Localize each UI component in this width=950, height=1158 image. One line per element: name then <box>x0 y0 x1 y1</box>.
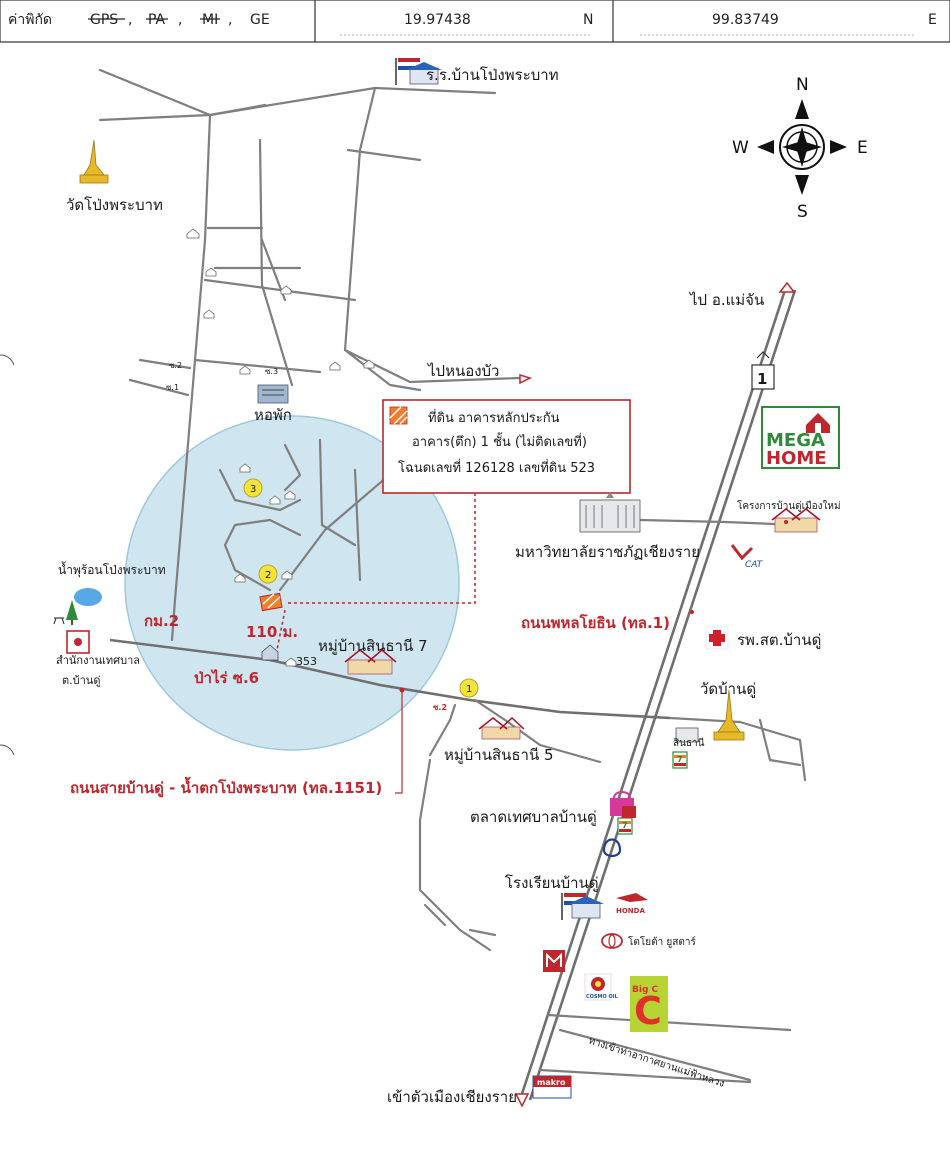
seven-eleven-icon: 7 <box>672 751 688 769</box>
option-pa: PA <box>148 12 166 28</box>
village5-icon <box>478 716 525 740</box>
label-temple-top: วัดโป่งพระบาท <box>66 196 163 214</box>
svg-text:COSMO OIL: COSMO OIL <box>586 994 619 1000</box>
sinthani-building-icon <box>675 727 699 743</box>
housing-project-icon <box>771 508 821 533</box>
toyota-logo <box>601 933 623 949</box>
svg-text:,: , <box>128 12 132 28</box>
svg-text:3: 3 <box>250 484 256 495</box>
label-airport-road: ทางเข้าท่าอากาศยานแม่ฟ้าหลวง <box>587 1034 726 1089</box>
info-line2: อาคาร(ตึก) 1 ชั้น (ไม่ติดเลขที่) <box>412 432 587 450</box>
bank-icon <box>602 838 622 858</box>
cosmo-oil-logo: COSMO OIL <box>584 973 619 1001</box>
house-353-icon <box>261 644 279 661</box>
label-house-no: 353 <box>296 655 317 668</box>
village7-icon <box>344 649 397 675</box>
label-to-nong-bua: ไปหนองบัว <box>427 362 499 380</box>
svg-text:makro: makro <box>537 1078 566 1087</box>
svg-text:7: 7 <box>622 821 628 830</box>
municipal-office-icon <box>66 630 90 654</box>
compass-s: S <box>797 202 808 222</box>
svg-text:,: , <box>228 12 232 28</box>
temple-top-icon <box>79 139 109 184</box>
label-village7: หมู่บ้านสินธานี 7 <box>318 637 428 655</box>
svg-text:1: 1 <box>466 684 472 695</box>
label-soi3: ซ.3 <box>265 367 278 376</box>
label-to-mae-chan: ไป อ.แม่จัน <box>689 291 764 309</box>
dorm-icon <box>257 384 289 404</box>
svg-text:MEGA: MEGA <box>766 430 825 451</box>
svg-text:Big C: Big C <box>632 985 659 995</box>
road-network <box>98 68 807 1101</box>
school-flag-icon <box>395 58 442 85</box>
label-sinthani: สินธานี <box>673 737 705 749</box>
label-pa-rai-soi: ป่าไร่ ซ.6 <box>194 668 259 687</box>
label-health-center: รพ.สต.บ้านดู่ <box>737 631 821 649</box>
big-c-logo: C Big C <box>630 976 668 1033</box>
label-hot-spring: น้ำพุร้อนโป่งพระบาท <box>58 561 166 578</box>
label-dorm: หอพัก <box>254 406 292 424</box>
makro-logo: makro <box>532 1075 572 1099</box>
svg-text:HOME: HOME <box>766 448 827 469</box>
market-icon <box>610 791 636 818</box>
label-soi1: ซ.1 <box>166 383 179 392</box>
seven-eleven-2-icon: 7 <box>617 817 633 835</box>
label-municipal-office-1: สำนักงานเทศบาล <box>56 654 140 667</box>
temple-ban-du-icon <box>713 689 745 741</box>
compass-n: N <box>796 75 809 95</box>
label-soi2-top: ซ.2 <box>169 361 182 370</box>
coordinate-header: ค่าพิกัด GPS , PA , MI , GE 19.97438 N 9… <box>0 0 950 43</box>
marker-2: 2 <box>258 564 278 584</box>
label-university: มหาวิทยาลัยราชภัฏเชียงราย <box>515 543 700 561</box>
highway-1-sign: 1 <box>751 351 775 390</box>
health-center-icon <box>705 626 729 650</box>
option-gps: GPS <box>90 12 118 28</box>
label-distance: 110 ม. <box>246 623 298 641</box>
compass-w: W <box>732 138 749 158</box>
label-main-road: ถนนสายบ้านดู่ - น้ำตกโป่งพระบาท (ทล.1151… <box>70 776 382 798</box>
info-line1: ที่ดิน อาคารหลักประกัน <box>428 409 560 426</box>
label-municipal-office-2: ต.บ้านดู่ <box>62 674 100 687</box>
cat-logo: CAT <box>730 544 764 570</box>
house-icons <box>186 228 375 667</box>
label-housing-project: โครงการบ้านดู่เมืองใหม่ <box>737 499 841 512</box>
svg-text:HONDA: HONDA <box>616 907 645 915</box>
longitude-value: 99.83749 <box>712 12 779 28</box>
marker-1: 1 <box>459 678 479 698</box>
info-line3: โฉนดเลขที่ 126128 เลขที่ดิน 523 <box>398 459 595 476</box>
university-icon <box>579 492 641 533</box>
hot-spring-icon <box>53 588 102 625</box>
coord-label: ค่าพิกัด <box>8 12 52 28</box>
school-ban-du-icon <box>561 893 604 920</box>
label-school-ban-du: โรงเรียนบ้านดู่ <box>505 874 599 892</box>
label-to-city: เข้าตัวเมืองเชียงราย <box>387 1088 517 1106</box>
mega-home-logo: MEGA HOME <box>761 406 840 469</box>
svg-text:2: 2 <box>265 570 271 581</box>
label-village5: หมู่บ้านสินธานี 5 <box>444 746 554 764</box>
latitude-value: 19.97438 <box>404 12 471 28</box>
compass-e: E <box>857 138 868 158</box>
label-toyota: โตโยต้า ยูสตาร์ <box>628 935 696 948</box>
red-m-logo <box>543 950 565 972</box>
svg-text:7: 7 <box>677 755 683 764</box>
option-mi: MI <box>202 12 218 28</box>
label-school-top: ร.ร.บ้านโป่งพระบาท <box>426 66 559 84</box>
option-ge: GE <box>250 12 270 28</box>
label-soi2-east: ซ.2 <box>433 703 447 712</box>
property-info-box: ที่ดิน อาคารหลักประกัน อาคาร(ตึก) 1 ชั้น… <box>382 399 631 494</box>
latitude-dir: N <box>583 12 593 28</box>
svg-text:CAT: CAT <box>745 560 764 570</box>
honda-logo: HONDA <box>616 893 648 915</box>
compass-rose: N S E W <box>732 75 868 222</box>
longitude-dir: E <box>928 12 937 28</box>
label-wat-ban-du: วัดบ้านดู่ <box>700 680 756 698</box>
marker-3: 3 <box>243 478 263 498</box>
svg-text:1: 1 <box>757 370 767 388</box>
svg-text:,: , <box>178 12 182 28</box>
svg-text:C: C <box>634 989 662 1033</box>
label-market: ตลาดเทศบาลบ้านดู่ <box>470 808 597 826</box>
label-km2: กม.2 <box>144 612 179 630</box>
label-phahonyothin-road: ถนนพหลโยธิน (ทล.1) <box>521 613 670 632</box>
